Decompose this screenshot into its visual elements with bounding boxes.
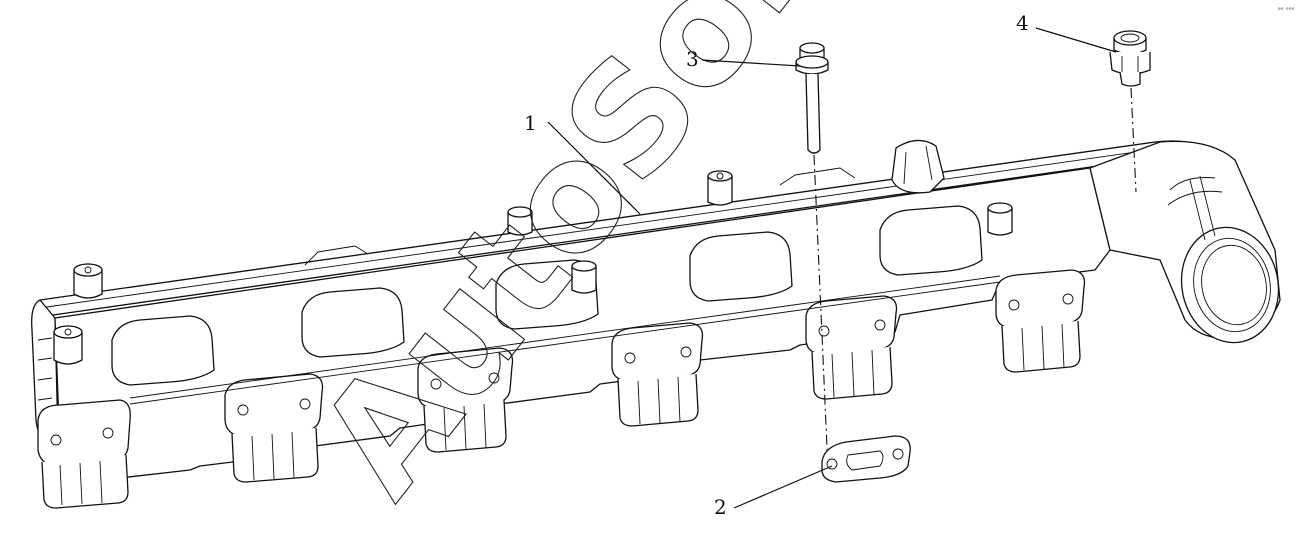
callout-4-label: 4	[1016, 11, 1029, 35]
fitting-axis-line	[1130, 87, 1137, 193]
callout-4: 4	[1016, 11, 1117, 53]
callout-3-label: 3	[686, 47, 699, 71]
corner-mark: ᵃᵒ ᵒᵒᵒ	[1278, 6, 1295, 14]
manifold-cover-part	[31, 139, 1281, 509]
port-blocks	[41, 320, 1081, 509]
callout-2-label: 2	[714, 495, 727, 519]
callout-2: 2	[714, 465, 833, 519]
bolt-axis-line	[813, 154, 829, 471]
callout-1-label: 1	[524, 111, 537, 135]
outlet-elbow	[1089, 140, 1281, 344]
flange-lugs	[37, 269, 1086, 467]
fitting-part	[1109, 30, 1151, 87]
bolt-part	[795, 42, 829, 154]
callout-1: 1	[524, 111, 641, 215]
gasket-part	[821, 435, 911, 483]
callout-3: 3	[686, 47, 801, 71]
